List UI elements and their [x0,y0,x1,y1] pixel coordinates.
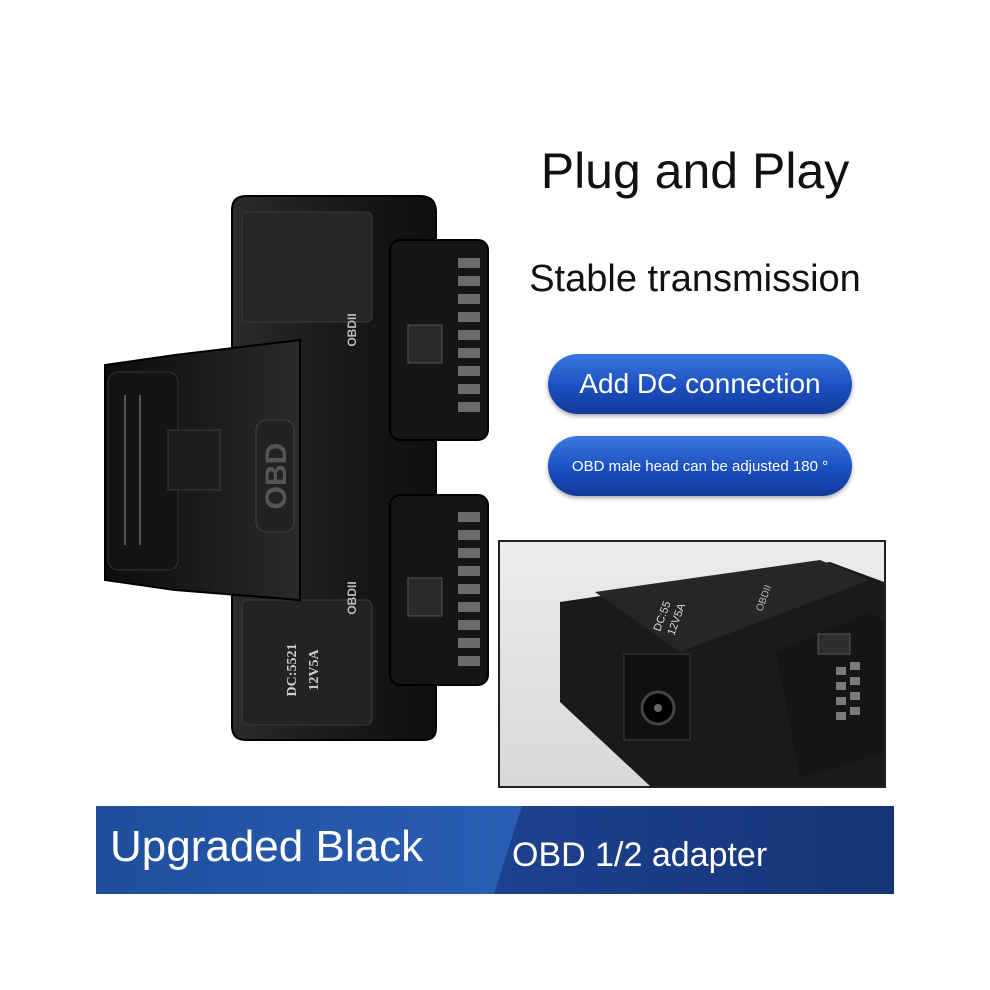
subheadline: Stable transmission [529,258,861,300]
closeup-inset: DC:55 12V5A OBDII [498,540,886,788]
port-label-top: OBDII [345,313,359,346]
female-port-bottom [389,494,489,686]
female-port-top [389,239,489,441]
dc-spec-line1: DC:5521 [285,644,300,697]
obd-splitter-product-image: OBD OBDII OBDII DC:5521 12V5A [104,195,489,741]
feature-badge-dc-label: Add DC connection [579,368,821,399]
port-label-bottom: OBDII [345,581,359,614]
obd-logo: OBD [260,443,293,510]
feature-badge-rotate-label: OBD male head can be adjusted 180 ° [571,457,829,475]
feature-badge-rotate: OBD male head can be adjusted 180 ° [548,436,852,496]
banner-right [494,806,894,894]
feature-badge-dc: Add DC connection [548,354,852,414]
banner-left [96,806,526,894]
headline: Plug and Play [540,143,850,199]
dc-jack-closeup-image: DC:55 12V5A OBDII [560,560,884,786]
dc-spec-line2: 12V5A [307,649,322,691]
banner-left-text: Upgraded Black [110,822,424,871]
banner-right-text: OBD 1/2 adapter [512,836,768,874]
